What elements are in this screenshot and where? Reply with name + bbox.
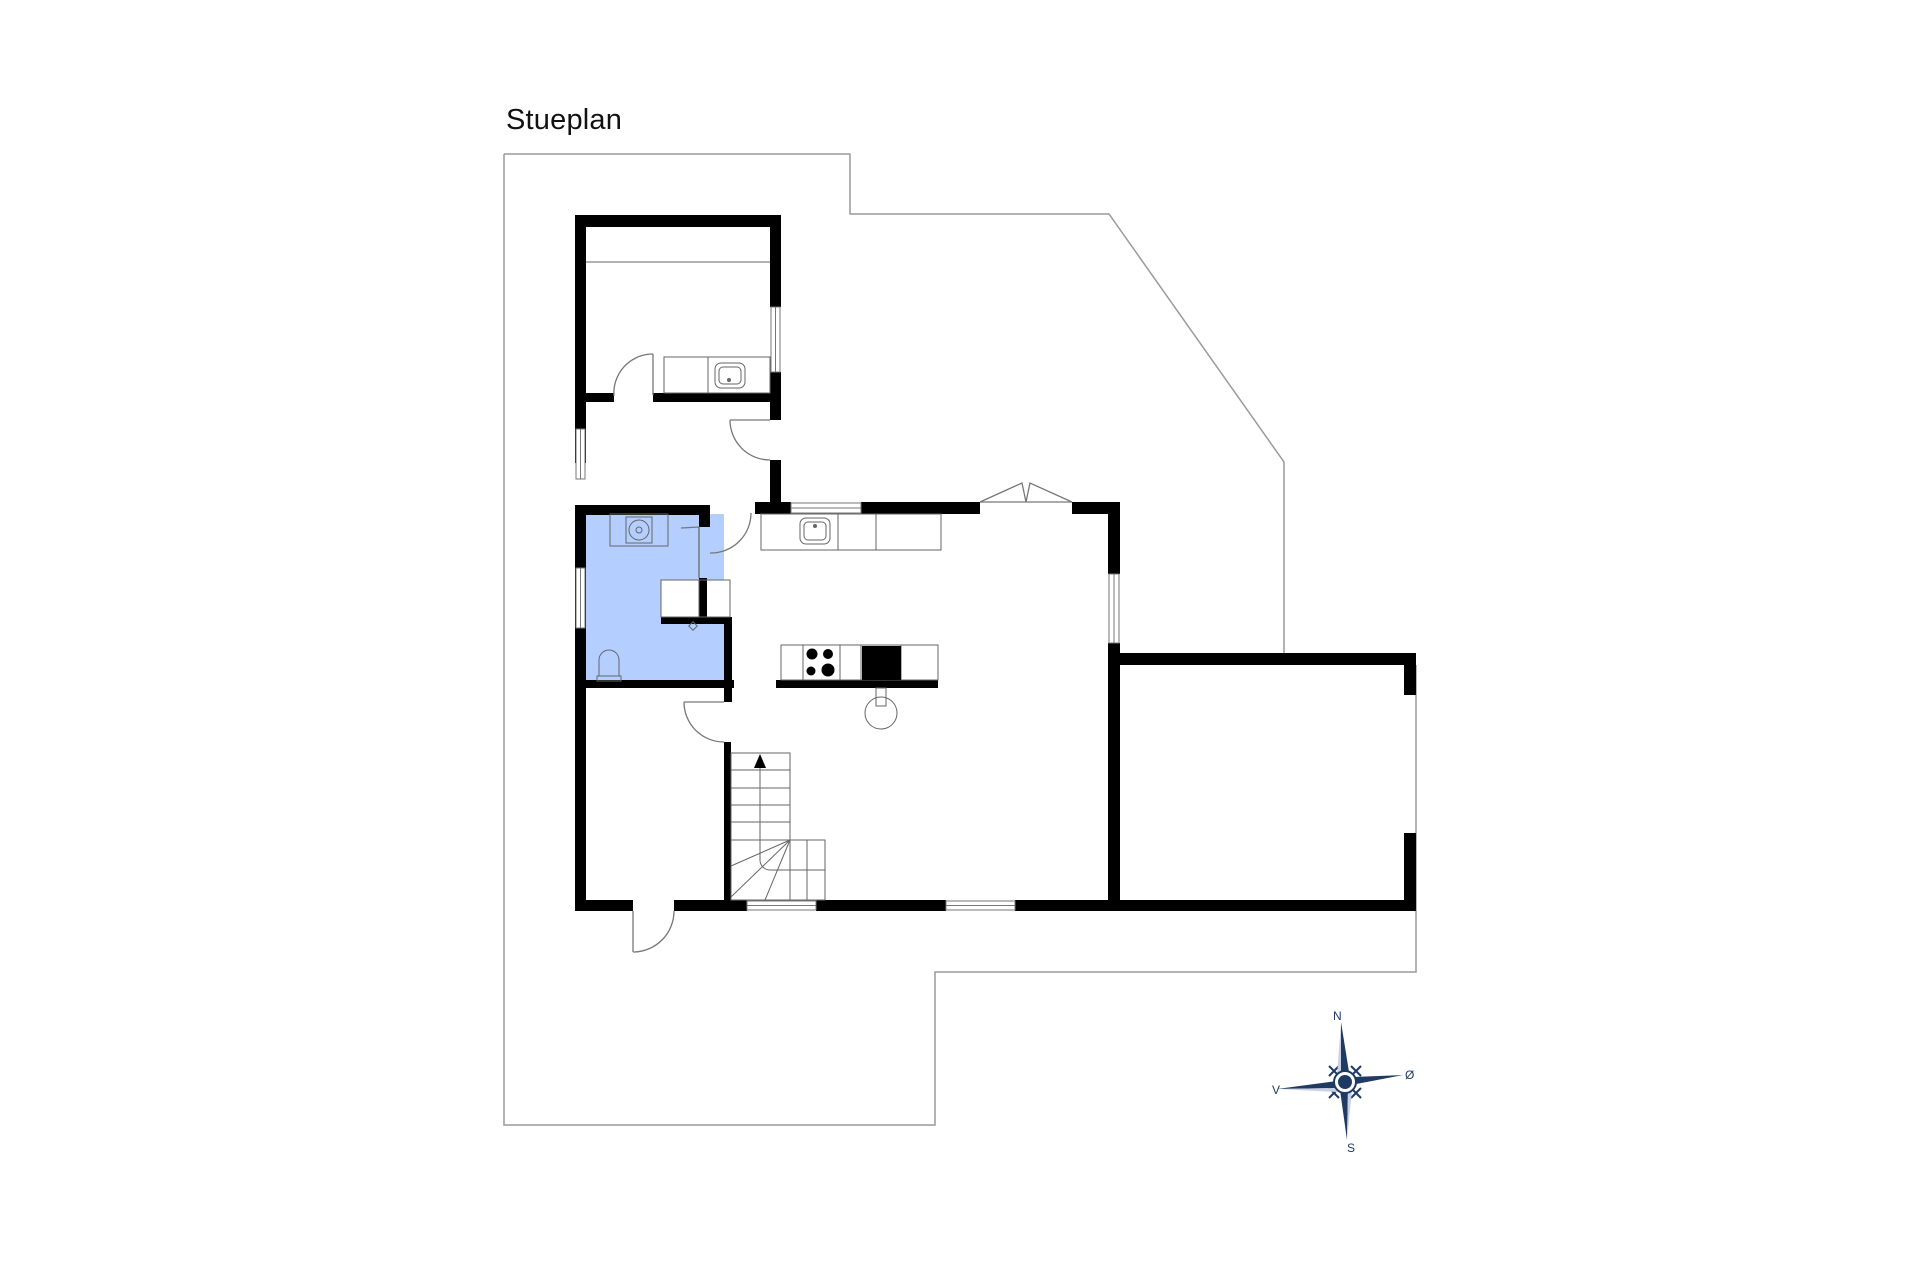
windows <box>575 306 1120 911</box>
plot-boundary <box>504 153 1285 653</box>
stove-icon <box>806 648 835 677</box>
fridge-block <box>862 646 901 680</box>
doors <box>613 353 1073 953</box>
plot-boundary-lower <box>503 154 1417 1126</box>
compass-west-label: V <box>1272 1083 1281 1097</box>
compass-north-label: N <box>1333 1009 1342 1023</box>
page-title: Stueplan <box>506 104 623 136</box>
walls <box>575 215 1416 911</box>
compass-rose-icon <box>1277 1022 1403 1140</box>
stairs-up-arrow-icon <box>754 754 766 768</box>
compass-south-label: S <box>1347 1141 1356 1155</box>
compass-east-label: Ø <box>1405 1068 1415 1082</box>
fixtures <box>586 261 942 901</box>
